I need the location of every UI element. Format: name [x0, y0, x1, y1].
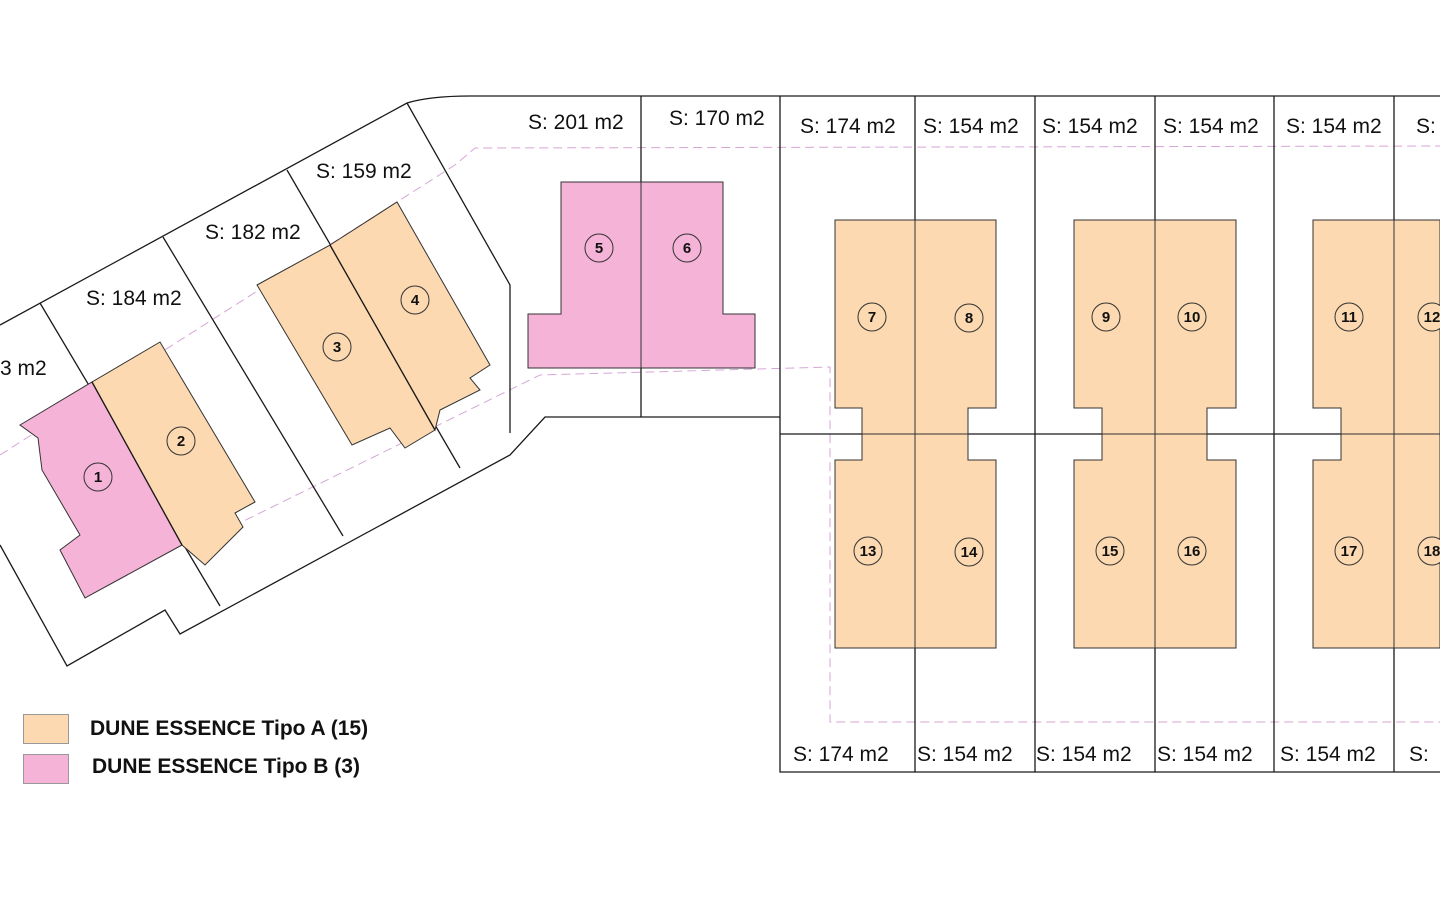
setback-line-left [0, 145, 1440, 456]
lower-left-boundary [0, 416, 780, 667]
area-label-lot14: S: 154 m2 [917, 743, 1013, 766]
marker-1: 1 [83, 462, 113, 492]
house-8 [914, 219, 997, 435]
divider-2-3 [162, 236, 344, 537]
area-label-lot6: S: 170 m2 [669, 107, 765, 130]
house-divider-1-2 [91, 381, 183, 546]
area-label-lot18: S: [1409, 743, 1429, 766]
area-label-lot3: S: 182 m2 [205, 221, 301, 244]
svg-text:3: 3 [333, 339, 341, 356]
marker-14: 14 [954, 537, 984, 567]
svg-text:17: 17 [1341, 543, 1358, 560]
area-label-lot9: S: 154 m2 [1042, 115, 1138, 138]
area-label-lot2: S: 184 m2 [86, 287, 182, 310]
svg-text:16: 16 [1184, 543, 1201, 560]
legend-swatch-tipo-b [23, 754, 69, 784]
area-label-lot15: S: 154 m2 [1036, 743, 1132, 766]
marker-12: 12 [1417, 302, 1440, 332]
house-markers: 1 2 3 4 5 6 7 8 9 10 11 12 13 14 15 16 1… [83, 233, 1440, 567]
svg-text:15: 15 [1102, 543, 1119, 560]
svg-text:5: 5 [595, 240, 603, 257]
area-label-lot13: S: 174 m2 [793, 743, 889, 766]
svg-text:11: 11 [1341, 309, 1357, 326]
marker-15: 15 [1095, 536, 1125, 566]
marker-5: 5 [584, 233, 614, 263]
marker-9: 9 [1091, 302, 1121, 332]
legend-label-tipo-b: DUNE ESSENCE Tipo B (3) [92, 755, 360, 778]
area-labels: 3 m2 S: 184 m2 S: 182 m2 S: 159 m2 S: 20… [0, 107, 1436, 766]
marker-2: 2 [166, 426, 196, 456]
area-label-lot11: S: 154 m2 [1286, 115, 1382, 138]
svg-text:14: 14 [961, 544, 978, 561]
marker-6: 6 [672, 233, 702, 263]
house-4 [329, 201, 491, 432]
svg-text:6: 6 [683, 240, 691, 257]
area-label-lot4: S: 159 m2 [316, 160, 412, 183]
svg-text:1: 1 [94, 469, 102, 486]
house-12 [1393, 219, 1440, 435]
area-label-lot12: S: [1416, 115, 1436, 138]
svg-text:18: 18 [1424, 543, 1440, 560]
road-curb-right [406, 102, 511, 433]
area-label-lot17: S: 154 m2 [1280, 743, 1376, 766]
legend-swatch-tipo-a [23, 714, 69, 744]
area-label-lot5: S: 201 m2 [528, 111, 624, 134]
svg-text:12: 12 [1424, 309, 1440, 326]
area-label-lot8: S: 154 m2 [923, 115, 1019, 138]
svg-text:10: 10 [1184, 309, 1201, 326]
area-label-lot10: S: 154 m2 [1163, 115, 1259, 138]
svg-text:7: 7 [868, 309, 876, 326]
house-18 [1393, 433, 1440, 649]
marker-8: 8 [954, 303, 984, 333]
area-label-lot1: 3 m2 [0, 357, 47, 380]
area-label-lot16: S: 154 m2 [1157, 743, 1253, 766]
marker-10: 10 [1177, 302, 1207, 332]
svg-text:8: 8 [965, 310, 973, 327]
marker-11: 11 [1334, 302, 1364, 332]
legend-label-tipo-a: DUNE ESSENCE Tipo A (15) [90, 717, 369, 740]
house-2 [91, 341, 256, 566]
svg-text:2: 2 [177, 433, 185, 450]
svg-text:9: 9 [1102, 309, 1110, 326]
marker-18: 18 [1417, 536, 1440, 566]
house-divider-3-4 [329, 244, 436, 431]
house-6 [640, 181, 756, 369]
house-dividers [91, 244, 436, 546]
marker-3: 3 [322, 332, 352, 362]
house-5 [527, 181, 642, 369]
svg-text:13: 13 [860, 543, 877, 560]
house-14 [914, 433, 997, 649]
marker-7: 7 [857, 302, 887, 332]
area-label-lot7: S: 174 m2 [800, 115, 896, 138]
marker-13: 13 [853, 536, 883, 566]
marker-16: 16 [1177, 536, 1207, 566]
houses [19, 181, 1440, 649]
lower-right-boundary [779, 96, 1440, 773]
marker-4: 4 [400, 285, 430, 315]
marker-17: 17 [1334, 536, 1364, 566]
svg-text:4: 4 [411, 292, 420, 309]
